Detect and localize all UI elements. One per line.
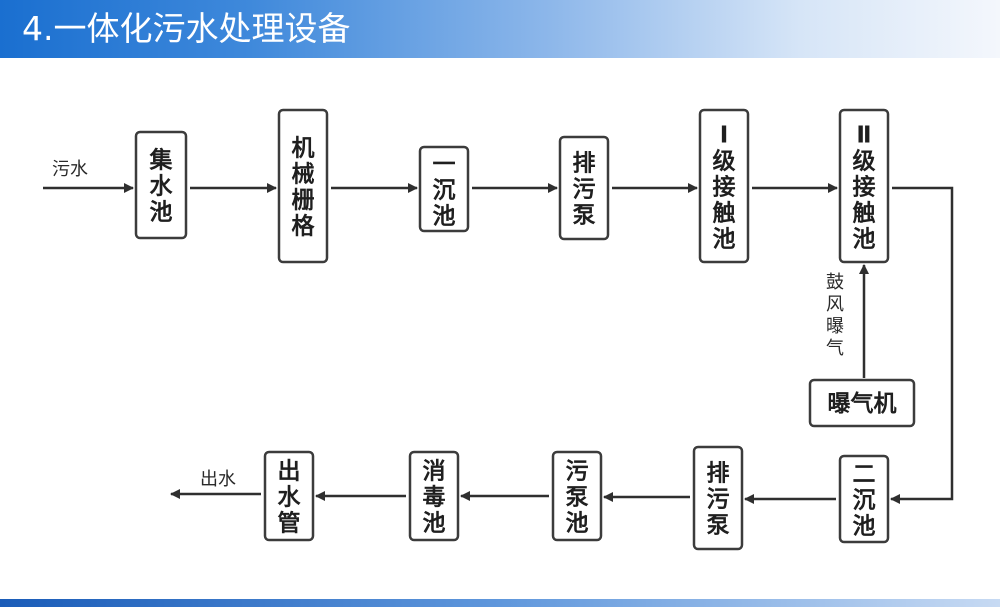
node-box <box>808 378 916 428</box>
node-box <box>551 450 603 542</box>
node-label-char: 管 <box>278 509 301 536</box>
node-label-char: 污 <box>566 458 589 484</box>
node-box <box>558 135 610 241</box>
edge-label-char: 气 <box>826 338 844 359</box>
node-label-char: 机 <box>292 135 315 161</box>
node-label-char: 二 <box>853 461 876 487</box>
edge-contact2-secondary <box>890 186 954 504</box>
node-label-char: 格 <box>292 212 316 239</box>
node-label-char: 泵 <box>573 202 596 228</box>
node-label-char: 池 <box>150 199 173 225</box>
node-label-char: 毒 <box>423 484 446 510</box>
node-box <box>277 108 329 264</box>
edge-label-char: 鼓 <box>826 272 844 293</box>
node-label-char: 级 <box>713 147 736 174</box>
node-label-char: 触 <box>853 199 876 226</box>
node-aerator: 曝气机 <box>808 378 916 428</box>
node-label-char: 池 <box>566 510 589 536</box>
edge-label-inlet: 污水 <box>52 159 88 180</box>
node-sludge-tank: 污泵池 <box>551 450 603 542</box>
node-label-char: 触 <box>713 199 736 226</box>
node-label-char: 接 <box>853 174 876 200</box>
header-banner: 4.一体化污水处理设备 <box>0 0 1000 58</box>
node-discharge-pump-2: 排污泵 <box>692 445 744 551</box>
node-box <box>698 108 750 264</box>
node-label-char: 消 <box>423 458 446 484</box>
node-label-char: 一 <box>433 151 456 177</box>
node-box <box>692 445 744 551</box>
node-label-char: 水 <box>150 173 174 199</box>
node-outlet-pipe: 出水管 <box>263 450 315 542</box>
node-label-char: 污 <box>707 486 730 512</box>
node-label-char: 械 <box>292 161 315 187</box>
node-label-char: 泵 <box>566 484 589 510</box>
node-label-char: 沉 <box>853 487 876 513</box>
node-label-char: 泵 <box>707 512 730 538</box>
edge-label-char: 曝 <box>826 316 844 337</box>
node-box <box>263 450 315 542</box>
node-collection-tank: 集水池 <box>134 130 188 240</box>
node-label-char: 池 <box>433 203 456 229</box>
node-label-char: 接 <box>713 174 736 200</box>
node-secondary-settling: 二沉池 <box>838 454 890 544</box>
node-label-char: 池 <box>713 226 736 252</box>
node-label-char: 池 <box>853 226 876 252</box>
node-label-char: 污 <box>573 176 596 202</box>
node-label-char: 水 <box>278 484 302 510</box>
node-box <box>838 108 890 264</box>
node-label-char: 池 <box>853 513 876 539</box>
node-box <box>408 450 460 542</box>
node-label-char: 沉 <box>433 177 456 203</box>
node-box <box>838 454 890 544</box>
node-label: 曝气机 <box>828 390 897 417</box>
node-label-char: 级 <box>853 147 876 174</box>
node-label-char: 池 <box>423 510 446 536</box>
node-label-char: 排 <box>573 150 596 176</box>
node-box <box>418 145 470 233</box>
node-primary-settling: 一沉池 <box>418 145 470 233</box>
node-label-char: Ⅱ <box>856 122 871 148</box>
edge-label-char: 风 <box>826 294 844 315</box>
node-label-char: 排 <box>707 460 730 486</box>
node-label-char: 出 <box>278 458 301 484</box>
page-title: 4.一体化污水处理设备 <box>22 9 351 48</box>
node-label-char: Ⅰ <box>720 122 729 148</box>
edge-label-outlet: 出水 <box>200 469 236 490</box>
node-box <box>134 130 188 240</box>
footer-bar <box>0 599 1000 607</box>
node-label-char: 栅 <box>292 187 315 213</box>
node-disinfection-tank: 消毒池 <box>408 450 460 542</box>
node-discharge-pump-1: 排污泵 <box>558 135 610 241</box>
node-label-char: 集 <box>149 146 174 173</box>
